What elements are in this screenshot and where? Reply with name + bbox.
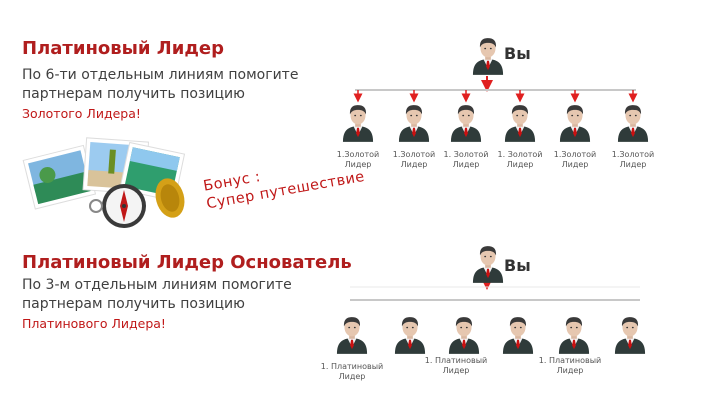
member-businessman-icon [394,316,426,354]
member-label: 1. Золотой Лидер [443,150,489,169]
member-label: 1.Золотой Лидер [336,150,380,169]
member-businessman-icon [617,104,649,142]
member-businessman-icon [336,316,368,354]
member-businessman-icon [502,316,534,354]
member-businessman-icon [558,316,590,354]
section1-description: По 6-ти отдельным линиям помогите партне… [22,66,322,123]
member-label: 1. Платиновый Лидер [538,356,602,375]
section1-desc-line1: По 6-ти отдельным линиям помогите [22,67,299,83]
member-businessman-icon [450,104,482,142]
section2-desc-line2: партнерам получить позицию [22,296,245,312]
member-businessman-icon [448,316,480,354]
member-businessman-icon [342,104,374,142]
you-businessman-icon [472,36,504,76]
member-label: 1. Платиновый Лидер [424,356,488,375]
member-label: 1. Платиновый Лидер [320,362,384,381]
section2-you-label: Вы [504,256,531,275]
member-label: 1. Золотой Лидер [497,150,543,169]
travel-photos-compass-icon [22,137,186,228]
member-businessman-icon [559,104,591,142]
section2-title: Платиновый Лидер Основатель [22,252,352,273]
member-businessman-icon [614,316,646,354]
section2-description: По 3-м отдельным линиям помогите партнер… [22,276,322,333]
section1-title: Платиновый Лидер [22,38,224,59]
member-businessman-icon [504,104,536,142]
member-label: 1.Золотой Лидер [611,150,655,169]
member-label: 1.Золотой Лидер [553,150,597,169]
section1-you-label: Вы [504,44,531,63]
member-businessman-icon [398,104,430,142]
section1-desc-highlight: Золотого Лидера! [22,106,141,121]
section1-desc-line2: партнерам получить позицию [22,86,245,102]
member-label: 1.Золотой Лидер [392,150,436,169]
section2-desc-line1: По 3-м отдельным линиям помогите [22,277,292,293]
section2-desc-highlight: Платинового Лидера! [22,316,166,331]
you-businessman-icon [472,244,504,284]
